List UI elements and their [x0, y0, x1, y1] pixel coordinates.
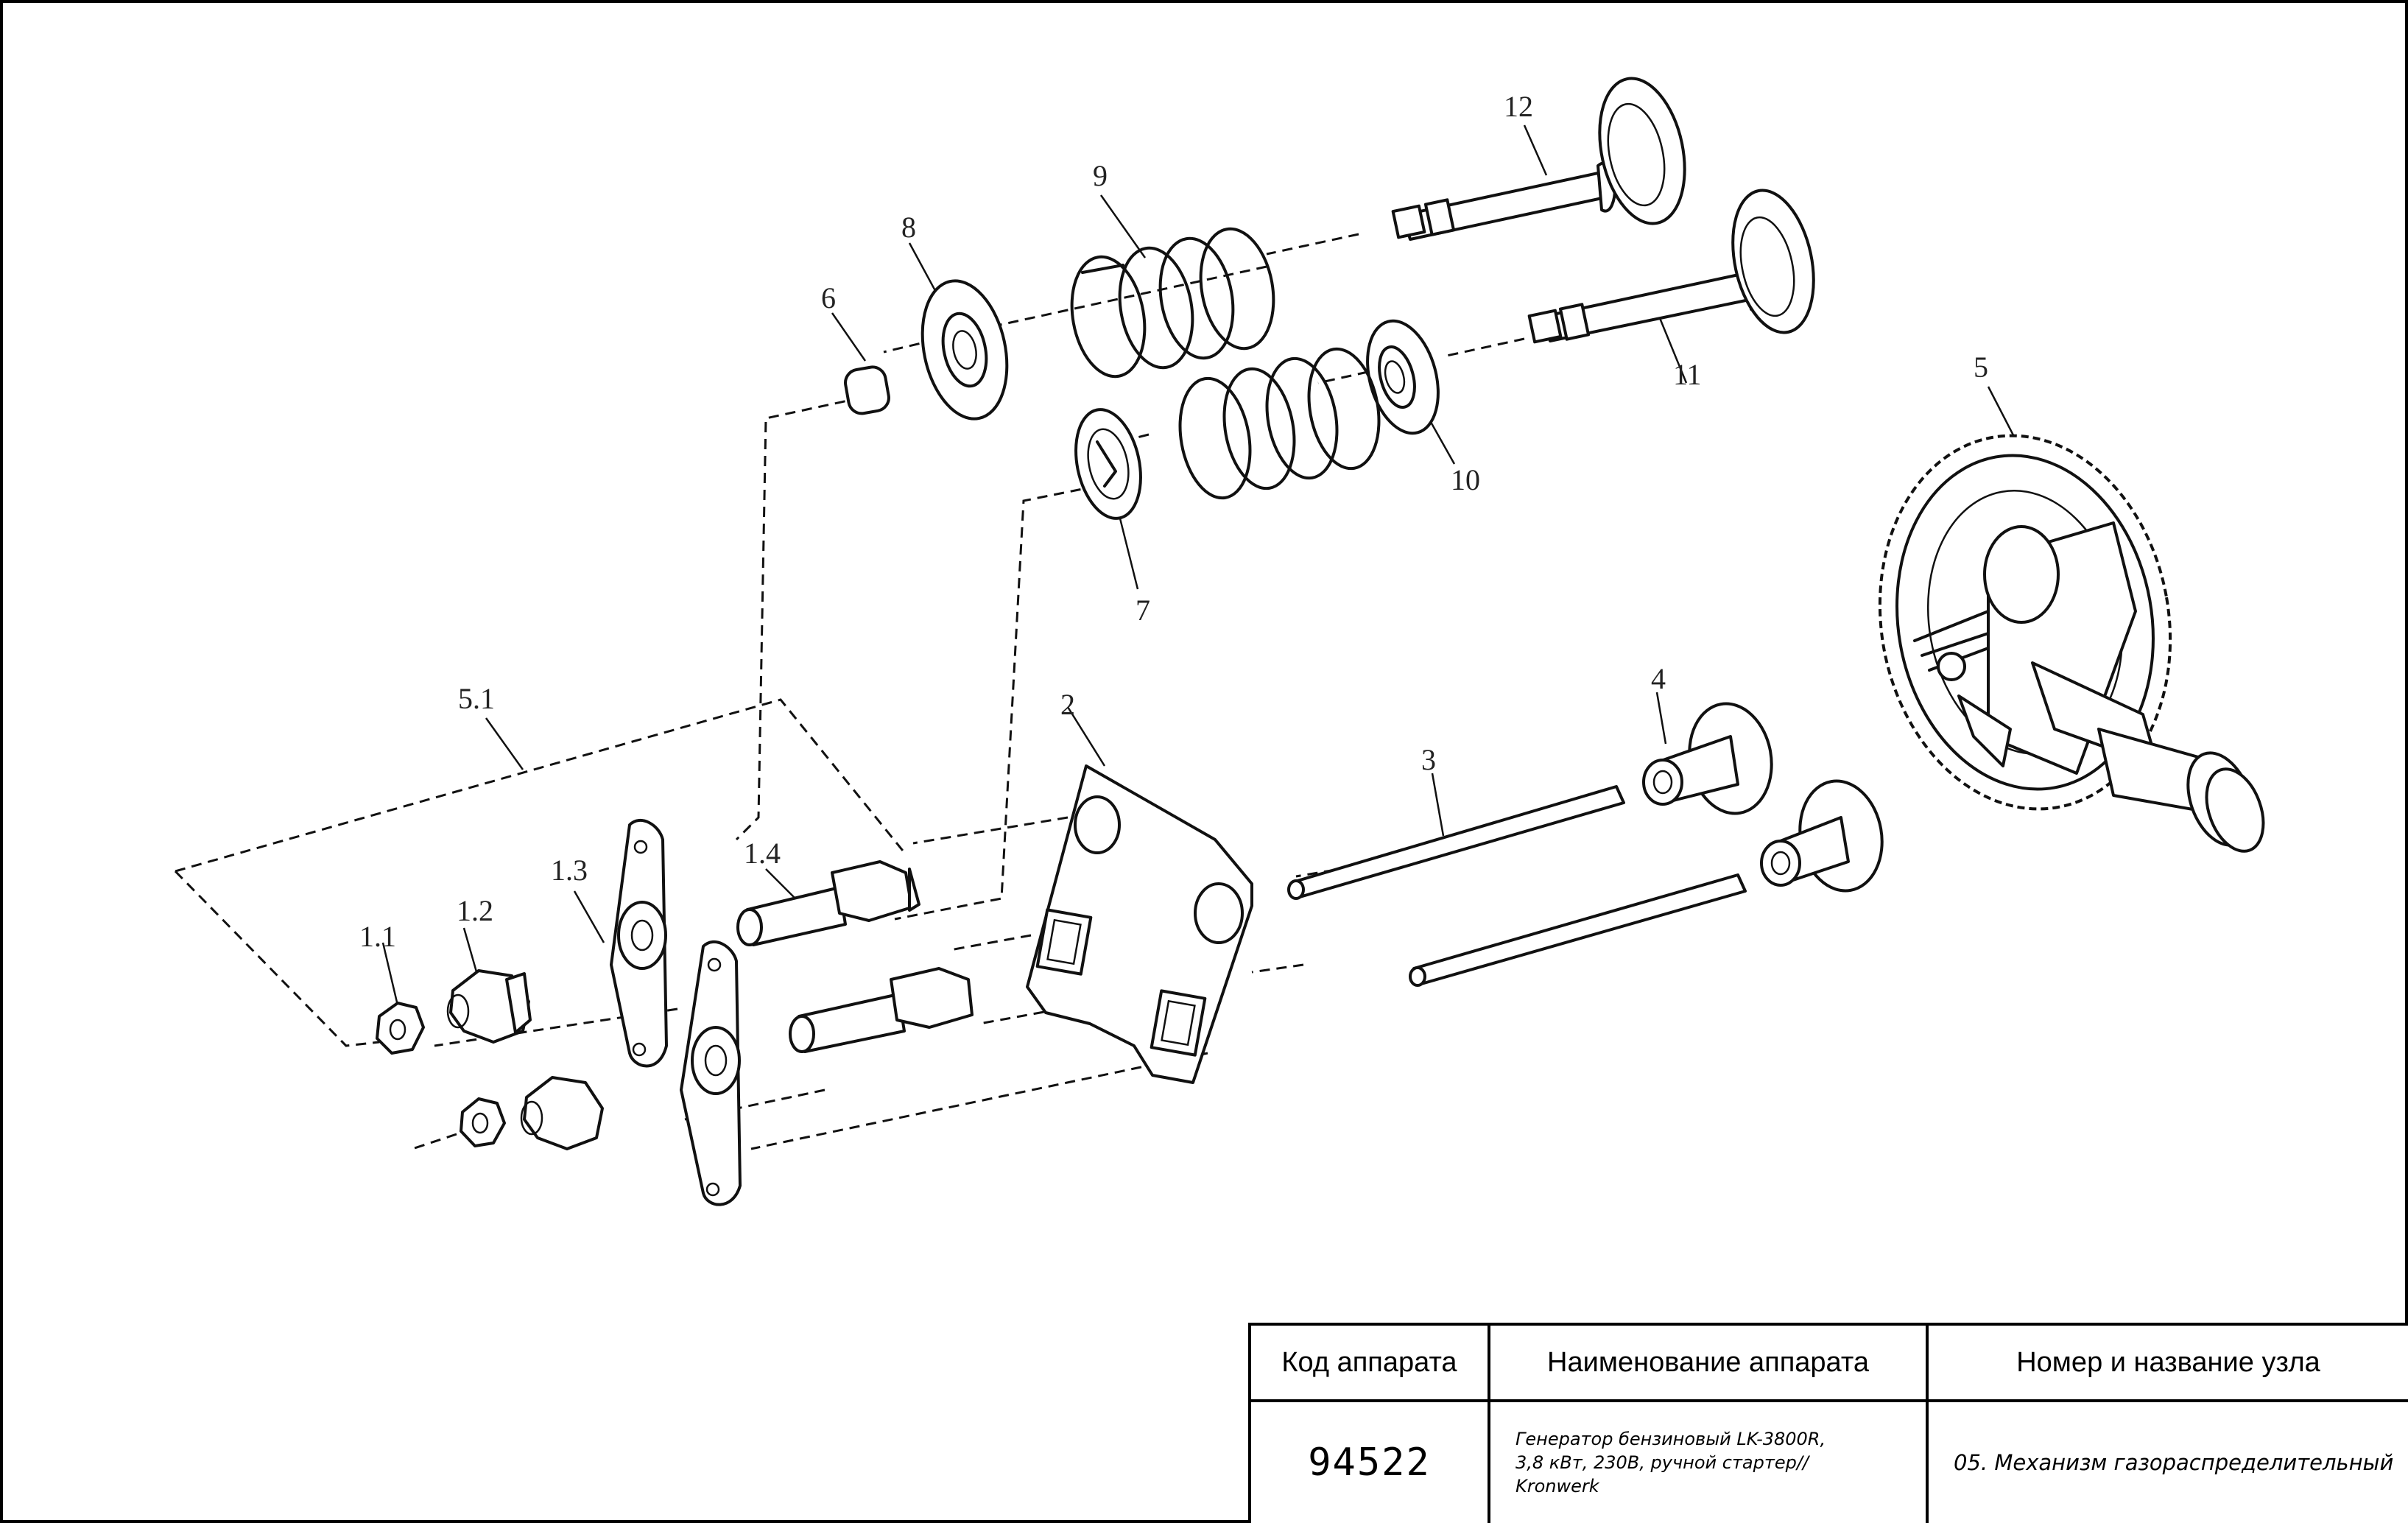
push-rod-lower — [1409, 873, 1747, 987]
label-1-1: 1.1 — [359, 920, 396, 953]
header-apparatus-name: Наименование аппарата — [1490, 1326, 1929, 1402]
label-12: 12 — [1504, 90, 1533, 123]
valve-lifter-4 — [1642, 702, 1773, 815]
rocker-pivot-1-2 — [446, 969, 532, 1044]
valve-lifter-lower — [1760, 779, 1884, 893]
push-rod-3 — [1287, 785, 1625, 900]
label-9: 9 — [1093, 159, 1108, 192]
apparatus-code: 94522 — [1251, 1402, 1490, 1523]
rocker-pivot-lower — [520, 1076, 604, 1150]
label-1-2: 1.2 — [457, 894, 493, 927]
label-3: 3 — [1421, 743, 1436, 776]
spring-retainer-7 — [1074, 408, 1142, 520]
label-6: 6 — [821, 281, 836, 314]
apparatus-name: Генератор бензиновый LK-3800R, 3,8 кВт, … — [1490, 1402, 1929, 1523]
label-1-4: 1.4 — [744, 837, 781, 870]
part-labels: 12 9 8 6 11 10 7 5 5.1 2 3 4 1.3 1.4 1.2… — [359, 90, 1988, 953]
label-7: 7 — [1136, 594, 1150, 627]
label-2: 2 — [1060, 688, 1075, 721]
assembly-axes — [174, 233, 1525, 1150]
rocker-arm-1-3 — [610, 819, 668, 1068]
valve-seat-10 — [1366, 319, 1440, 435]
node-name: 05. Механизм газораспределительный — [1954, 1450, 2394, 1475]
label-11: 11 — [1673, 358, 1702, 391]
lock-nut-1-1 — [376, 1002, 425, 1055]
valve-cap-6 — [844, 365, 890, 415]
valve-11 — [1527, 189, 1815, 344]
spring-washer-8 — [920, 279, 1009, 421]
valve-12 — [1391, 77, 1686, 241]
title-block: Код аппарата Наименование аппарата Номер… — [1248, 1323, 2408, 1523]
valve-spring-upper — [1070, 227, 1275, 379]
camshaft-gear-5 — [1878, 434, 2265, 853]
label-10: 10 — [1451, 463, 1480, 496]
label-5: 5 — [1974, 351, 1988, 384]
label-5-1: 5.1 — [458, 682, 495, 715]
valve-spring-lower — [1178, 347, 1381, 500]
rocker-arm-lower — [680, 940, 742, 1206]
label-8: 8 — [901, 211, 916, 244]
lock-nut-lower — [460, 1097, 506, 1147]
rocker-stud-1-4 — [736, 860, 920, 946]
header-apparatus-code: Код аппарата — [1251, 1326, 1490, 1402]
rocker-stud-lower — [789, 967, 974, 1053]
header-node: Номер и название узла — [1929, 1326, 2408, 1402]
push-rod-guide-plate-2 — [1026, 764, 1253, 1084]
label-1-3: 1.3 — [551, 854, 588, 887]
label-4: 4 — [1651, 662, 1666, 695]
